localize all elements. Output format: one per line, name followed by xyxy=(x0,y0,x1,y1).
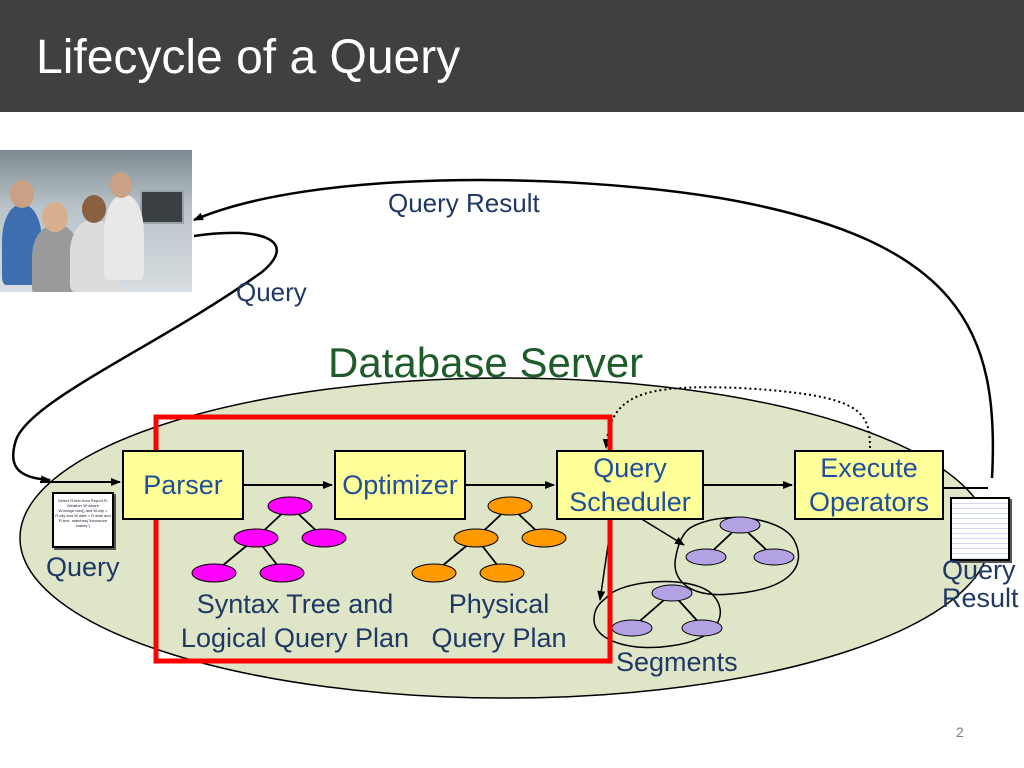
query-input-arrow xyxy=(11,231,278,484)
query-result-output-label: Query Result xyxy=(942,556,1019,612)
scheduler-label-line2: Scheduler xyxy=(569,487,691,517)
tree-node xyxy=(301,528,347,548)
tree-node xyxy=(411,563,457,583)
optimizer-label: Optimizer xyxy=(342,470,458,500)
feedback-dotted-arrow xyxy=(602,386,871,449)
query-input-label: Query xyxy=(46,552,120,582)
physical-plan-line1: Physical xyxy=(448,589,550,619)
segment-node xyxy=(685,548,727,566)
tree-node xyxy=(267,496,313,516)
query-result-return-arrow xyxy=(193,178,995,479)
query-scheduler-box: Query Scheduler xyxy=(556,450,704,520)
segment-upper xyxy=(674,516,800,596)
head-shape xyxy=(110,172,132,198)
slide-title: Lifecycle of a Query xyxy=(36,31,461,84)
physical-plan-tree xyxy=(411,496,567,583)
title-bar: Lifecycle of a Query xyxy=(0,0,1024,112)
execute-label-line1: Execute xyxy=(820,453,918,483)
sql-query-document: Select R.text from Report R, Weather W w… xyxy=(52,492,114,548)
logical-plan-tree xyxy=(191,496,347,583)
head-shape xyxy=(42,202,68,232)
page-number: 2 xyxy=(956,724,964,740)
parser-box: Parser xyxy=(122,450,244,520)
optimizer-box: Optimizer xyxy=(334,450,466,520)
segments-label: Segments xyxy=(616,647,738,677)
syntax-tree-line1: Syntax Tree and xyxy=(196,589,394,619)
parser-label: Parser xyxy=(143,470,223,500)
sql-query-text: Select R.text from Report R, Weather W w… xyxy=(55,498,111,528)
tree-node xyxy=(479,563,525,583)
segment-node xyxy=(651,584,693,602)
tree-node xyxy=(233,528,279,548)
physical-plan-label: Physical Query Plan xyxy=(428,587,570,655)
database-server-label: Database Server xyxy=(328,339,644,386)
syntax-tree-label: Syntax Tree and Logical Query Plan xyxy=(176,587,414,655)
execute-label-line2: Operators xyxy=(808,487,930,517)
segment-lower xyxy=(593,580,723,649)
query-result-output-line1: Query xyxy=(942,555,1016,585)
monitor-shape xyxy=(140,190,184,224)
query-result-top-label: Query Result xyxy=(388,188,540,218)
syntax-tree-line2: Logical Query Plan xyxy=(180,623,410,653)
execute-operators-box: Execute Operators xyxy=(794,450,944,520)
tree-node xyxy=(453,528,499,548)
users-photo xyxy=(0,150,192,292)
query-result-document-icon xyxy=(950,497,1010,561)
physical-plan-line2: Query Plan xyxy=(431,623,567,653)
tree-node xyxy=(259,563,305,583)
tree-node xyxy=(191,563,237,583)
head-shape xyxy=(82,195,106,223)
tree-node xyxy=(521,528,567,548)
scheduler-to-segment-arrow xyxy=(639,517,685,546)
segment-node xyxy=(681,619,723,637)
tree-node xyxy=(487,496,533,516)
head-shape xyxy=(10,180,34,208)
segment-node xyxy=(719,516,761,534)
segment-node xyxy=(611,619,653,637)
query-top-label: Query xyxy=(236,277,307,307)
scheduler-label-line1: Query xyxy=(593,453,667,483)
highlight-box xyxy=(153,414,613,664)
person-shape xyxy=(104,195,144,280)
segment-node xyxy=(753,548,795,566)
query-result-output-line2: Result xyxy=(942,583,1019,613)
